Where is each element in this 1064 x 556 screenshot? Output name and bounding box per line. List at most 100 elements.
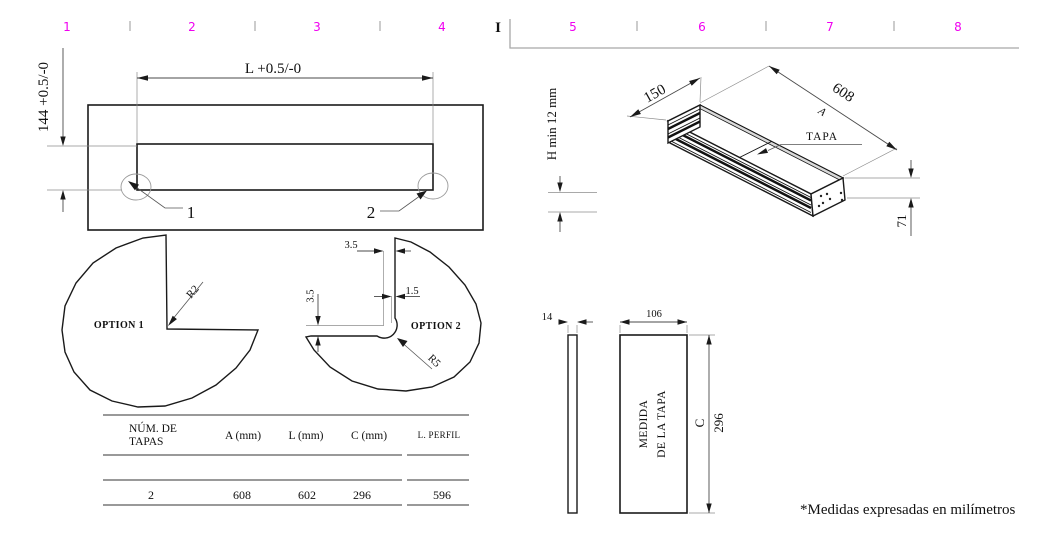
ruler-label-8: 8 [954,20,962,34]
detail-option-2: OPTION 2 3.5 1.5 3.5 R5 [304,237,482,392]
callout-label-1: 1 [187,203,196,222]
slot-outline [136,143,434,191]
dimension-line [768,65,898,151]
value-a-mm: 608 [233,488,251,502]
detail-option-1: OPTION 1 R2 [61,234,260,408]
dimensions-table: NÚM. DE TAPAS A (mm) L (mm) C (mm) L. PE… [103,414,469,506]
profile-outline [87,104,484,231]
ruler-label-2: 2 [188,20,196,34]
option1-label: OPTION 1 [94,320,144,331]
dim-71-text: 71 [894,215,909,228]
iso-end-groove [667,111,701,131]
leader-line [130,183,183,209]
dim-1-5-wall: 1.5 [405,286,418,297]
dimension-line [629,77,701,118]
arrowhead [315,336,321,346]
dim-3-5-side: 3.5 [306,289,317,302]
ruler-label-6: 6 [698,20,706,34]
arrowhead [558,319,568,325]
arrowhead [577,319,587,325]
dim-14-text: 14 [542,312,553,323]
extension-line [842,147,898,177]
arrowhead [128,181,139,191]
length-dimension-text: L +0.5/-0 [245,61,301,77]
arrowhead [689,78,700,86]
arrowhead [422,75,433,81]
dim-letter-a-text: A [815,105,828,119]
extension-line [699,65,770,104]
leader-line [380,192,425,212]
ruler-label-7: 7 [826,20,834,34]
ruler-cursor: I [495,20,501,36]
end-hole [839,191,843,195]
iso-front-groove [667,126,812,202]
dim-3-5-top: 3.5 [344,240,357,251]
arrowhead [315,316,321,326]
arrowhead [168,315,177,326]
callout-label-2: 2 [367,203,376,222]
leader-line [171,281,204,321]
dim-296-text: 296 [711,413,726,433]
radius-r2-text: R2 [184,283,201,301]
value-c-mm: 296 [353,488,371,502]
header-num-de: NÚM. DE [129,421,177,435]
arrowhead [908,198,914,208]
arrowhead [397,338,408,347]
arrowhead [382,293,392,300]
iso-front-groove [667,131,812,206]
cover-front-view: 106 MEDIDA DE LA TAPA C 296 [619,309,726,514]
arrowhead [908,168,914,178]
header-tapas: TAPAS [129,436,163,448]
ruler-label-1: 1 [63,20,71,34]
ruler-label-5: 5 [569,20,577,34]
ruler-label-4: 4 [438,20,446,34]
dim-608-text: 608 [829,80,857,106]
height-dimension-text: 144 +0.5/-0 [36,62,52,132]
callout-circle-2 [417,172,449,200]
iso-front-groove [667,133,812,210]
arrowhead [416,190,427,200]
callout-circle-1 [120,173,152,201]
arrowhead [557,212,563,222]
detail-blob-2 [304,237,482,392]
front-view: L +0.5/-0 144 +0.5/-0 1 2 [36,48,484,231]
dim-c-text: C [692,419,707,428]
cover-split-line [739,141,772,158]
header-l-mm: L (mm) [288,430,323,442]
cover-label-line2: DE LA TAPA [656,390,668,458]
end-hole [819,194,823,198]
arrowhead [60,190,66,200]
arrowhead [374,248,384,254]
arrowhead [630,109,641,117]
leader-line [767,144,862,151]
value-num-tapas: 2 [148,488,154,502]
end-hole [821,201,825,205]
end-hole [817,204,821,208]
units-footnote: *Medidas expresadas en milímetros [800,502,1016,518]
arrowhead [395,248,405,254]
dim-hmin-text: H min 12 mm [544,88,559,161]
arrowhead [677,319,687,325]
arrowhead [395,293,405,300]
ruler-label-3: 3 [313,20,321,34]
detail-blob-1 [61,234,260,408]
end-hole [828,197,832,201]
arrowhead [886,141,897,150]
value-l-perfil: 596 [433,488,451,502]
header-c-mm: C (mm) [351,430,387,442]
arrowhead [137,75,148,81]
dim-106-text: 106 [646,309,662,320]
cover-label-line1: MEDIDA [638,400,650,449]
iso-end-groove [667,117,701,135]
dim-150-text: 150 [641,82,668,107]
arrowhead [757,148,768,155]
end-hole [840,198,844,202]
arrowhead [706,503,712,513]
isometric-view: TAPA 608 A 150 H min 12 mm 71 [544,65,920,236]
ruler: 1 2 3 4 5 6 7 8 I [63,19,1019,49]
arrowhead [557,182,563,192]
arrowhead [620,319,630,325]
arrowhead [706,335,712,345]
iso-front-groove [667,124,812,198]
